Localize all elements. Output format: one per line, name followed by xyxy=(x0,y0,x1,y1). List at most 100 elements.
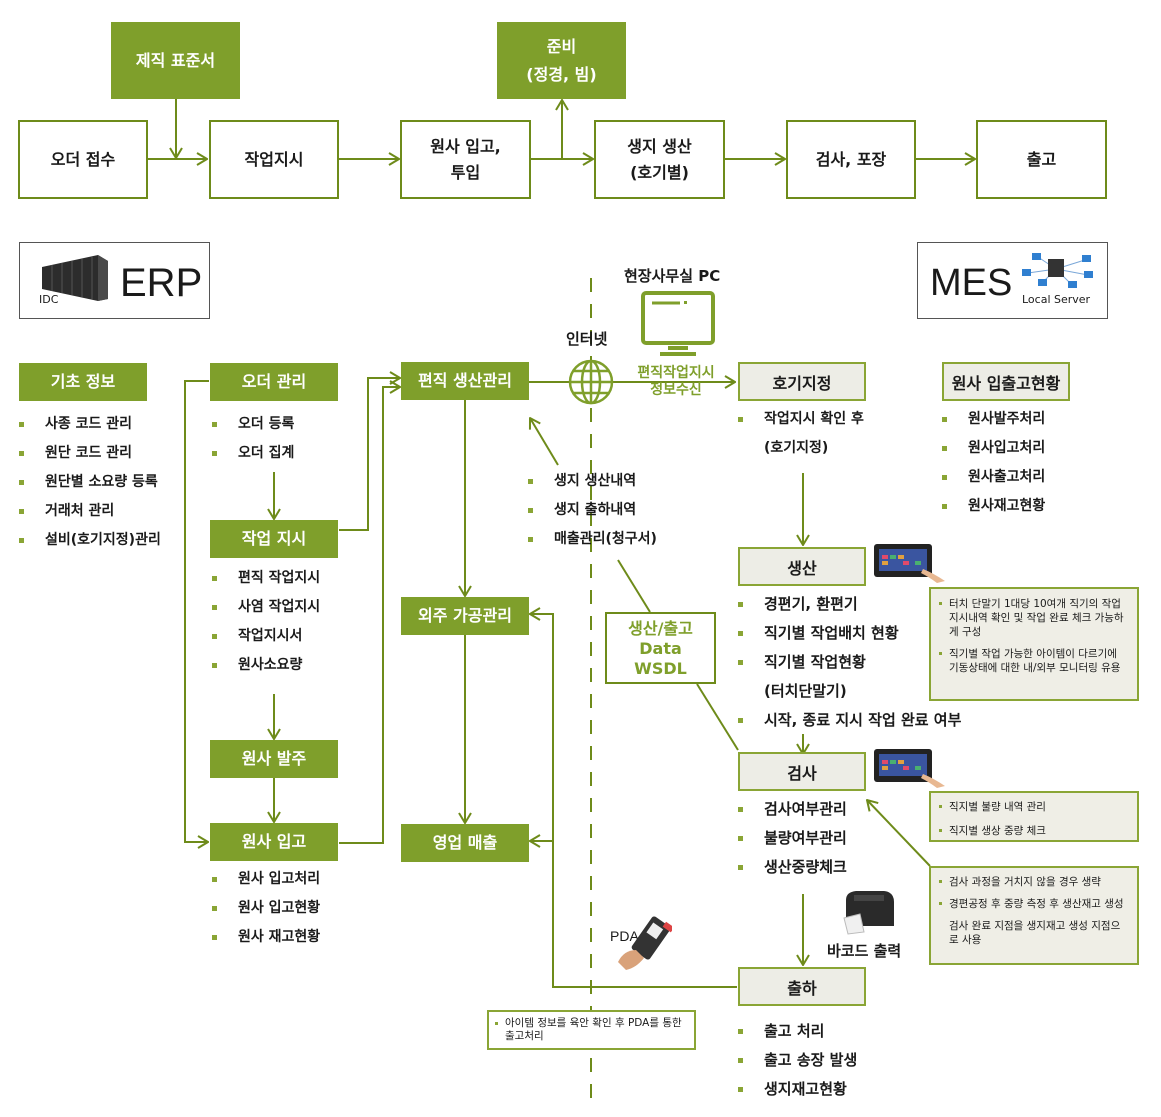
note-item: 아이템 정보를 육안 확인 후 PDA를 통한 출고처리 xyxy=(495,1017,688,1043)
list-item: 원사입고처리 xyxy=(942,434,1045,463)
pda-scanner-icon xyxy=(618,916,672,970)
production-note: 터치 단말기 1대당 10여개 직기의 작업지시내역 확인 및 작업 완료 체크… xyxy=(929,587,1139,701)
list-item: 검사여부관리 xyxy=(738,795,847,824)
input-label: 준비 (정경, 빔) xyxy=(526,36,597,84)
flow-step-shipping: 출고 xyxy=(976,120,1107,199)
module-work-order: 작업 지시 xyxy=(210,520,338,558)
wsdl-data-box: 생산/출고 Data WSDL xyxy=(605,612,716,684)
module-sales: 영업 매출 xyxy=(401,824,529,862)
list-item: 원사 재고현황 xyxy=(212,923,320,952)
pda-label: PDA xyxy=(610,928,639,944)
flow-step-work-order: 작업지시 xyxy=(209,120,339,199)
yarn-status-list: 원사발주처리 원사입고처리 원사출고처리 원사재고현황 xyxy=(942,405,1045,521)
module-title: 호기지정 xyxy=(772,373,832,393)
list-item: 사종 코드 관리 xyxy=(19,410,161,439)
module-title: 검사 xyxy=(787,763,817,783)
mes-title: MES xyxy=(930,262,1013,304)
list-item: 작업지시 확인 후 (호기지정) xyxy=(738,405,864,463)
flow-step-inspection-packing: 검사, 포장 xyxy=(786,120,916,199)
module-title: 생산 xyxy=(787,558,817,578)
list-item: 원단별 소요량 등록 xyxy=(19,468,161,497)
barcode-print-label: 바코드 출력 xyxy=(827,942,902,960)
note-item: 검사 과정을 거치지 않을 경우 생략 xyxy=(939,875,1129,889)
module-title: 작업 지시 xyxy=(241,529,307,548)
list-item: 오더 집계 xyxy=(212,439,294,468)
module-title: 기초 정보 xyxy=(50,372,116,391)
erp-title: ERP xyxy=(120,261,203,305)
module-title: 외주 가공관리 xyxy=(418,606,512,625)
barcode-printer-icon xyxy=(843,891,894,935)
module-title: 편직 생산관리 xyxy=(418,371,512,390)
network-server-icon xyxy=(1022,253,1093,288)
list-item: 원사 입고현황 xyxy=(212,894,320,923)
list-item: 생지 생산내역 xyxy=(528,467,657,496)
module-title: 원사 입고 xyxy=(241,832,307,851)
list-item: 원사출고처리 xyxy=(942,463,1045,492)
module-basic-info: 기초 정보 xyxy=(19,363,147,401)
machine-assign-list: 작업지시 확인 후 (호기지정) xyxy=(738,405,864,463)
list-item: 생지재고현황 xyxy=(738,1075,857,1104)
order-management-list: 오더 등록 오더 집계 xyxy=(212,410,294,468)
note-item: 직기별 작업 가능한 아이템이 다르기에 기동상태에 대한 내/외부 모니터링 … xyxy=(939,647,1129,675)
list-item: 원사 입고처리 xyxy=(212,865,320,894)
list-item: 경편기, 환편기 xyxy=(738,590,961,619)
flow-step-label: 출고 xyxy=(1026,149,1057,169)
list-item: 원사발주처리 xyxy=(942,405,1045,434)
work-order-list: 편직 작업지시 사염 작업지시 작업지시서 원사소요량 xyxy=(212,564,320,680)
module-inspection: 검사 xyxy=(738,752,866,791)
list-item: 편직 작업지시 xyxy=(212,564,320,593)
inspection-list: 검사여부관리 불량여부관리 생산중량체크 xyxy=(738,795,847,882)
server-rack-icon xyxy=(42,255,108,301)
flow-step-greige-production: 생지 생산 (호기별) xyxy=(594,120,725,199)
production-list: 경편기, 환편기 직기별 작업배치 현황 직기별 작업현황 (터치단말기) 시작… xyxy=(738,590,961,735)
inspection-note: 직지별 불량 내역 관리 직지별 생상 중량 체크 xyxy=(929,791,1139,842)
module-shipping: 출하 xyxy=(738,967,866,1006)
list-item: 불량여부관리 xyxy=(738,824,847,853)
shipping-list: 출고 처리 출고 송장 발생 생지재고현황 xyxy=(738,1017,857,1104)
input-weaving-standard: 제직 표준서 xyxy=(111,22,240,99)
list-item: 거래처 관리 xyxy=(19,497,161,526)
monitor-icon xyxy=(641,291,715,356)
list-item: 원사재고현황 xyxy=(942,492,1045,521)
list-item: 설비(호기지정)관리 xyxy=(19,526,161,555)
module-yarn-receipt: 원사 입고 xyxy=(210,823,338,861)
flow-step-order-receipt: 오더 접수 xyxy=(18,120,148,199)
list-item: 작업지시서 xyxy=(212,622,320,651)
basic-info-list: 사종 코드 관리 원단 코드 관리 원단별 소요량 등록 거래처 관리 설비(호… xyxy=(19,410,161,555)
flow-step-label: 작업지시 xyxy=(244,149,304,169)
erp-location-label: IDC xyxy=(39,293,59,306)
module-order-management: 오더 관리 xyxy=(210,363,338,401)
list-item: 직기별 작업현황 xyxy=(738,648,961,677)
note-item: 직지별 생상 중량 체크 xyxy=(939,824,1129,838)
list-item: 생지 출하내역 xyxy=(528,496,657,525)
list-item: 직기별 작업배치 현황 xyxy=(738,619,961,648)
list-item: 출고 송장 발생 xyxy=(738,1046,857,1075)
globe-icon xyxy=(568,359,614,405)
module-title: 오더 관리 xyxy=(241,372,307,391)
touch-terminal-icon xyxy=(874,749,945,788)
module-title: 원사 입출고현황 xyxy=(951,373,1061,393)
flow-step-label: 원사 입고, 투입 xyxy=(430,136,501,182)
list-item: (터치단말기) xyxy=(764,682,847,700)
flow-step-label: 오더 접수 xyxy=(50,149,116,169)
list-item: 생산중량체크 xyxy=(738,853,847,882)
module-knit-production: 편직 생산관리 xyxy=(401,362,529,400)
internet-label: 인터넷 xyxy=(566,330,608,348)
work-order-transfer-label: 편직작업지시 정보수신 xyxy=(637,365,715,398)
list-item: 원단 코드 관리 xyxy=(19,439,161,468)
feedback-list: 생지 생산내역 생지 출하내역 매출관리(청구서) xyxy=(528,467,657,554)
flow-step-yarn-input: 원사 입고, 투입 xyxy=(400,120,531,199)
list-item: 오더 등록 xyxy=(212,410,294,439)
flow-step-label: 생지 생산 (호기별) xyxy=(627,136,692,182)
input-label: 제직 표준서 xyxy=(135,50,216,70)
note-item: 경편공정 후 중량 측정 후 생산재고 생성 xyxy=(939,897,1129,911)
module-yarn-status: 원사 입출고현황 xyxy=(942,362,1070,401)
list-item: 출고 처리 xyxy=(738,1017,857,1046)
module-title: 원사 발주 xyxy=(241,749,307,768)
mes-location-label: Local Server xyxy=(1022,293,1091,306)
note-item: 검사 완료 지점을 생지재고 생성 지점으로 사용 xyxy=(949,920,1121,946)
field-office-pc-label: 현장사무실 PC xyxy=(624,267,721,285)
module-yarn-order: 원사 발주 xyxy=(210,740,338,778)
inspection-process-note: 검사 과정을 거치지 않을 경우 생략 경편공정 후 중량 측정 후 생산재고 … xyxy=(929,866,1139,965)
flow-step-label: 검사, 포장 xyxy=(815,149,887,169)
